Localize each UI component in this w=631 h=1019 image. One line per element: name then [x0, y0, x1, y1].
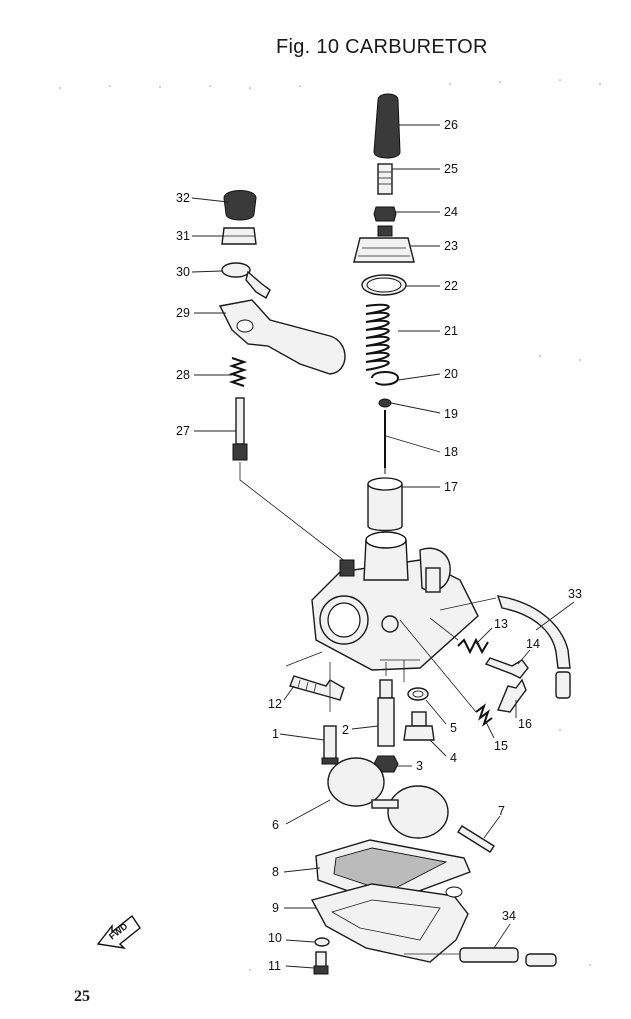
- label-33: 33: [568, 587, 582, 601]
- part-16-pilot-air-screw: [497, 678, 527, 713]
- label-21: 21: [444, 324, 458, 338]
- fwd-arrow-icon: FWD: [96, 914, 141, 950]
- label-6: 6: [272, 818, 279, 832]
- label-19: 19: [444, 407, 458, 421]
- part-7-float-pin: [457, 825, 495, 853]
- part-4-drain-plug: [403, 711, 435, 741]
- label-18: 18: [444, 445, 458, 459]
- label-7: 7: [498, 804, 505, 818]
- label-29: 29: [176, 306, 190, 320]
- part-28-plunger-spring: [228, 357, 248, 387]
- part-12-cover-screw: [289, 675, 345, 701]
- part-number-labels: 26 25 32 24 31 23 30 22 29 21 28 20 19 2…: [176, 118, 582, 973]
- part-25-cable-adjuster: [377, 163, 393, 195]
- label-27: 27: [176, 424, 190, 438]
- label-28: 28: [176, 368, 190, 382]
- part-34-drain-pipe: [404, 947, 557, 967]
- label-1: 1: [272, 727, 279, 741]
- part-31-plunger-nut: [221, 227, 257, 245]
- label-26: 26: [444, 118, 458, 132]
- label-2: 2: [342, 723, 349, 737]
- part-19-needle-washer: [378, 398, 392, 408]
- part-27-starter-plunger: [232, 397, 248, 461]
- label-32: 32: [176, 191, 190, 205]
- label-31: 31: [176, 229, 190, 243]
- label-24: 24: [444, 205, 458, 219]
- part-29-starter-lever: [218, 299, 346, 375]
- label-4: 4: [450, 751, 457, 765]
- part-10-washer: [314, 937, 330, 947]
- part-14-throttle-stop-screw: [484, 657, 529, 679]
- label-20: 20: [444, 367, 458, 381]
- part-24-lock-nut: [373, 206, 397, 222]
- part-2-needle-jet: [377, 679, 395, 747]
- label-25: 25: [444, 162, 458, 176]
- part-33-air-vent-pipe: [439, 595, 571, 699]
- label-5: 5: [450, 721, 457, 735]
- label-9: 9: [272, 901, 279, 915]
- label-11: 11: [268, 959, 281, 973]
- page-number: 25: [74, 988, 90, 1005]
- label-16: 16: [518, 717, 532, 731]
- part-9-float-chamber: [310, 883, 469, 963]
- part-17-throttle-valve: [367, 477, 403, 532]
- part-30-lever-washer: [221, 262, 271, 299]
- part-11-screw: [313, 951, 329, 975]
- guide-line-12: [285, 651, 323, 667]
- part-22-cap-gasket: [361, 274, 407, 296]
- label-10: 10: [268, 931, 282, 945]
- label-17: 17: [444, 480, 458, 494]
- label-34: 34: [502, 909, 516, 923]
- assembly-guide-line: [239, 462, 347, 563]
- part-23-mixing-chamber-cap: [353, 225, 415, 263]
- part-1-pilot-jet: [321, 725, 339, 765]
- label-23: 23: [444, 239, 458, 253]
- part-21-throttle-spring: [365, 303, 390, 371]
- part-32-starter-plunger-cap: [223, 190, 257, 221]
- label-8: 8: [272, 865, 279, 879]
- label-22: 22: [444, 279, 458, 293]
- part-20-needle-clip: [371, 371, 400, 386]
- part-26-throttle-grip: [373, 93, 401, 159]
- part-5-washer: [407, 687, 429, 701]
- label-12: 12: [268, 697, 282, 711]
- label-15: 15: [494, 739, 508, 753]
- part-15-air-screw-spring: [399, 619, 493, 727]
- label-14: 14: [526, 637, 540, 651]
- label-30: 30: [176, 265, 190, 279]
- label-13: 13: [494, 617, 508, 631]
- carburetor-body: [311, 531, 479, 671]
- part-13-throttle-stop-spring: [429, 617, 489, 655]
- figure-title: Fig. 10 CARBURETOR: [276, 36, 488, 58]
- scan-noise: [59, 79, 601, 971]
- label-3: 3: [416, 759, 423, 773]
- leader-lines: [191, 124, 575, 969]
- part-6-floats: [327, 757, 449, 839]
